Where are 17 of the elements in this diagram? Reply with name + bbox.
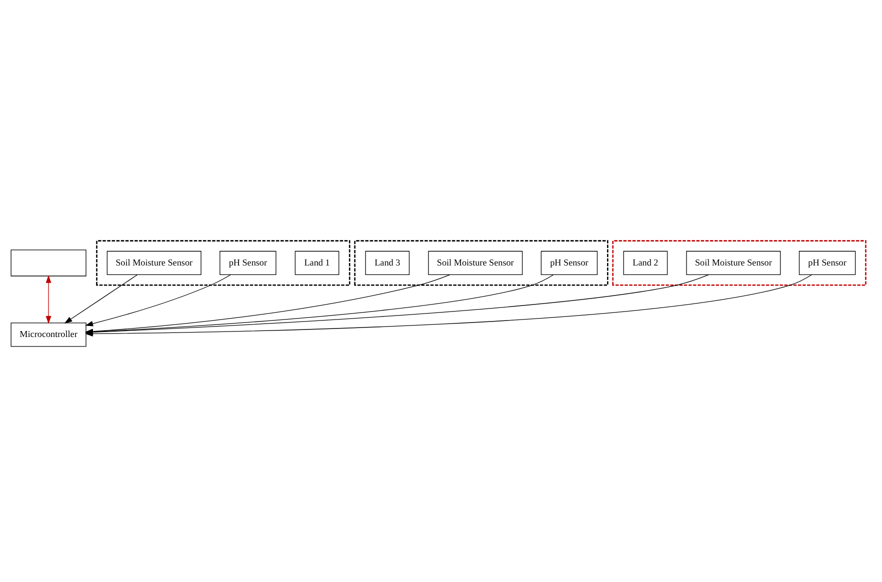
node-box: pH Sensor — [798, 250, 856, 276]
node-box: pH Sensor — [220, 250, 276, 276]
node-box: Soil Moisture Sensor — [686, 250, 781, 276]
arrow — [46, 275, 52, 324]
node-box: Land 2 — [623, 250, 668, 276]
node-box: Land 1 — [294, 250, 340, 276]
node-box: Soil Moisture Sensor — [428, 250, 523, 276]
cluster — [612, 240, 866, 286]
node-box: pH Sensor — [540, 250, 598, 276]
arrow — [85, 274, 231, 326]
cluster — [96, 240, 350, 286]
node-box: Microcontroller — [10, 322, 86, 347]
node-box — [10, 250, 86, 276]
node-box: Land 3 — [365, 250, 410, 276]
arrow — [64, 274, 138, 324]
node-box: Soil Moisture Sensor — [106, 250, 202, 276]
cluster — [354, 240, 608, 286]
